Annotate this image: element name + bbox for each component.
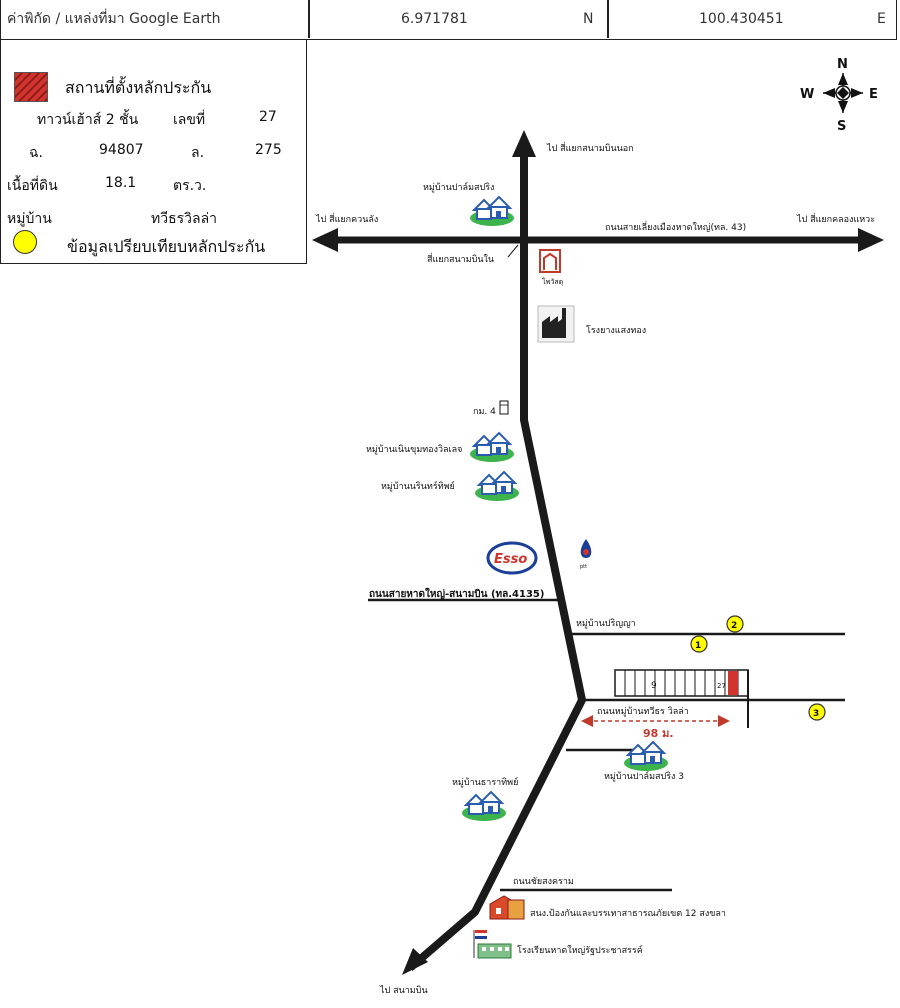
deed-value: 94807 (99, 142, 144, 158)
label-village-narin: หมู่บ้านนรินทร์ทิพย์ (381, 480, 455, 492)
road-arrowheads (312, 130, 884, 975)
comparison-label: ข้อมูลเปรียบเทียบหลักประกัน (67, 237, 266, 256)
area-value: 18.1 (105, 175, 137, 191)
label-km4: กม. 4 (473, 407, 496, 417)
comparison-marker-3: 3 (808, 703, 826, 721)
village-label: หมู่บ้าน (7, 211, 52, 227)
label-rubber-factory: โรงยางแสงทอง (586, 325, 646, 336)
townhouse-row: 9 27 (614, 669, 749, 728)
site-symbol-label: สถานที่ตั้งหลักประกัน (65, 78, 212, 97)
label-thawee-road: ถนนหมู่บ้านทวีธร วิลล่า (597, 706, 689, 717)
side-streets (368, 598, 845, 892)
longitude-direction: E (877, 11, 886, 27)
site-symbol-icon (14, 72, 48, 102)
label-village-palm-spring-3: หมู่บ้านปาล์มสปริง 3 (604, 770, 684, 782)
header-divider (607, 0, 609, 38)
collateral-site-marker (728, 671, 738, 695)
road-network (320, 148, 872, 972)
latitude-value: 6.971781 (401, 11, 468, 27)
compass-n: N (837, 57, 848, 72)
legend-panel: สถานที่ตั้งหลักประกัน ทาวน์เฮ้าส์ 2 ชั้น… (0, 40, 307, 264)
label-pho-wasaduu: โพวัสดุ (542, 277, 563, 286)
label-to-airport: ไป สนามบิน (379, 985, 428, 996)
label-disaster-office: สนง.ป้องกันและบรรเทาสาธารณภัยเขต 12 สงขล… (530, 908, 726, 919)
svg-text:ptt: ptt (580, 564, 587, 570)
comparison-marker-1: 1 (690, 635, 708, 653)
label-to-khlong-wa: ไป สี่แยกคลองแหวะ (796, 212, 875, 225)
svg-text:2: 2 (731, 621, 737, 631)
village-tharathip-icon (461, 791, 507, 822)
townhouse-site-label: 27 (717, 682, 726, 690)
coordinate-header: ค่าพิกัด / แหล่งที่มา Google Earth 6.971… (0, 0, 897, 40)
office-building-icon (489, 895, 525, 920)
svg-text:Esso: Esso (494, 552, 527, 567)
lot-value: 275 (255, 142, 282, 158)
number-value: 27 (259, 109, 277, 125)
building-type: ทาวน์เฮ้าส์ 2 ชั้น (37, 112, 139, 128)
svg-text:3: 3 (813, 709, 819, 719)
deed-label: ฉ. (29, 145, 43, 161)
compass-e: E (869, 87, 878, 102)
label-ring-road: ถนนสายเลี่ยงเมืองหาดใหญ่(ทล. 43) (605, 220, 746, 233)
label-village-parinya: หมู่บ้านปริญญา (576, 618, 636, 629)
junction-pointer (507, 244, 519, 258)
label-village-palm-spring: หมู่บ้านปาล์มสปริง (423, 181, 494, 193)
label-school: โรงเรียนหาดใหญ่รัฐประชาสรรค์ (517, 944, 643, 956)
label-to-outer-airport: ไป สี่แยกสนามบินนอก (546, 141, 634, 154)
store-icon (539, 249, 561, 273)
village-palm-spring-3-icon (623, 741, 669, 772)
area-unit: ตร.ว. (173, 178, 207, 194)
km-post-icon (499, 400, 509, 415)
village-narin-icon (474, 471, 520, 502)
label-main-road: ถนนสายหาดใหญ่-สนามบิน (ทล.4135) (369, 587, 544, 600)
number-label: เลขที่ (173, 112, 206, 128)
lot-label: ล. (191, 145, 205, 161)
area-label: เนื้อที่ดิน (7, 178, 58, 194)
label-chai-songkhram-road: ถนนชัยสงคราม (513, 877, 574, 887)
comparison-marker-2: 2 (726, 615, 744, 633)
esso-logo: Esso (486, 541, 538, 575)
coordinate-source-label: ค่าพิกัด / แหล่งที่มา Google Earth (7, 11, 221, 27)
village-value: ทวีธรวิลล่า (151, 211, 218, 227)
label-inner-airport-junction: สี่แยกสนามบินใน (427, 252, 494, 265)
compass-w: W (800, 87, 814, 102)
label-village-tharathip: หมู่บ้านธาราทิพย์ (452, 776, 518, 788)
svg-text:1: 1 (695, 641, 701, 651)
label-village-noen-khum-thong: หมู่บ้านเนินขุมทองวิลเลจ (366, 444, 462, 455)
longitude-value: 100.430451 (699, 11, 784, 27)
ptt-logo: ptt (580, 539, 592, 570)
compass-s: S (837, 119, 846, 134)
distance-label: 98 ม. (643, 727, 674, 740)
header-divider (308, 0, 310, 38)
comparison-marker-icon (13, 230, 37, 254)
school-icon (473, 930, 512, 959)
factory-icon (537, 305, 575, 343)
village-noen-khum-thong-icon (469, 432, 515, 463)
label-to-khuan-lang: ไป สี่แยกควนลัง (315, 212, 378, 225)
latitude-direction: N (583, 11, 594, 27)
townhouse-number-label: 9 (651, 681, 657, 691)
village-palm-spring-icon (469, 196, 515, 227)
compass-icon: N S W E (800, 57, 878, 134)
